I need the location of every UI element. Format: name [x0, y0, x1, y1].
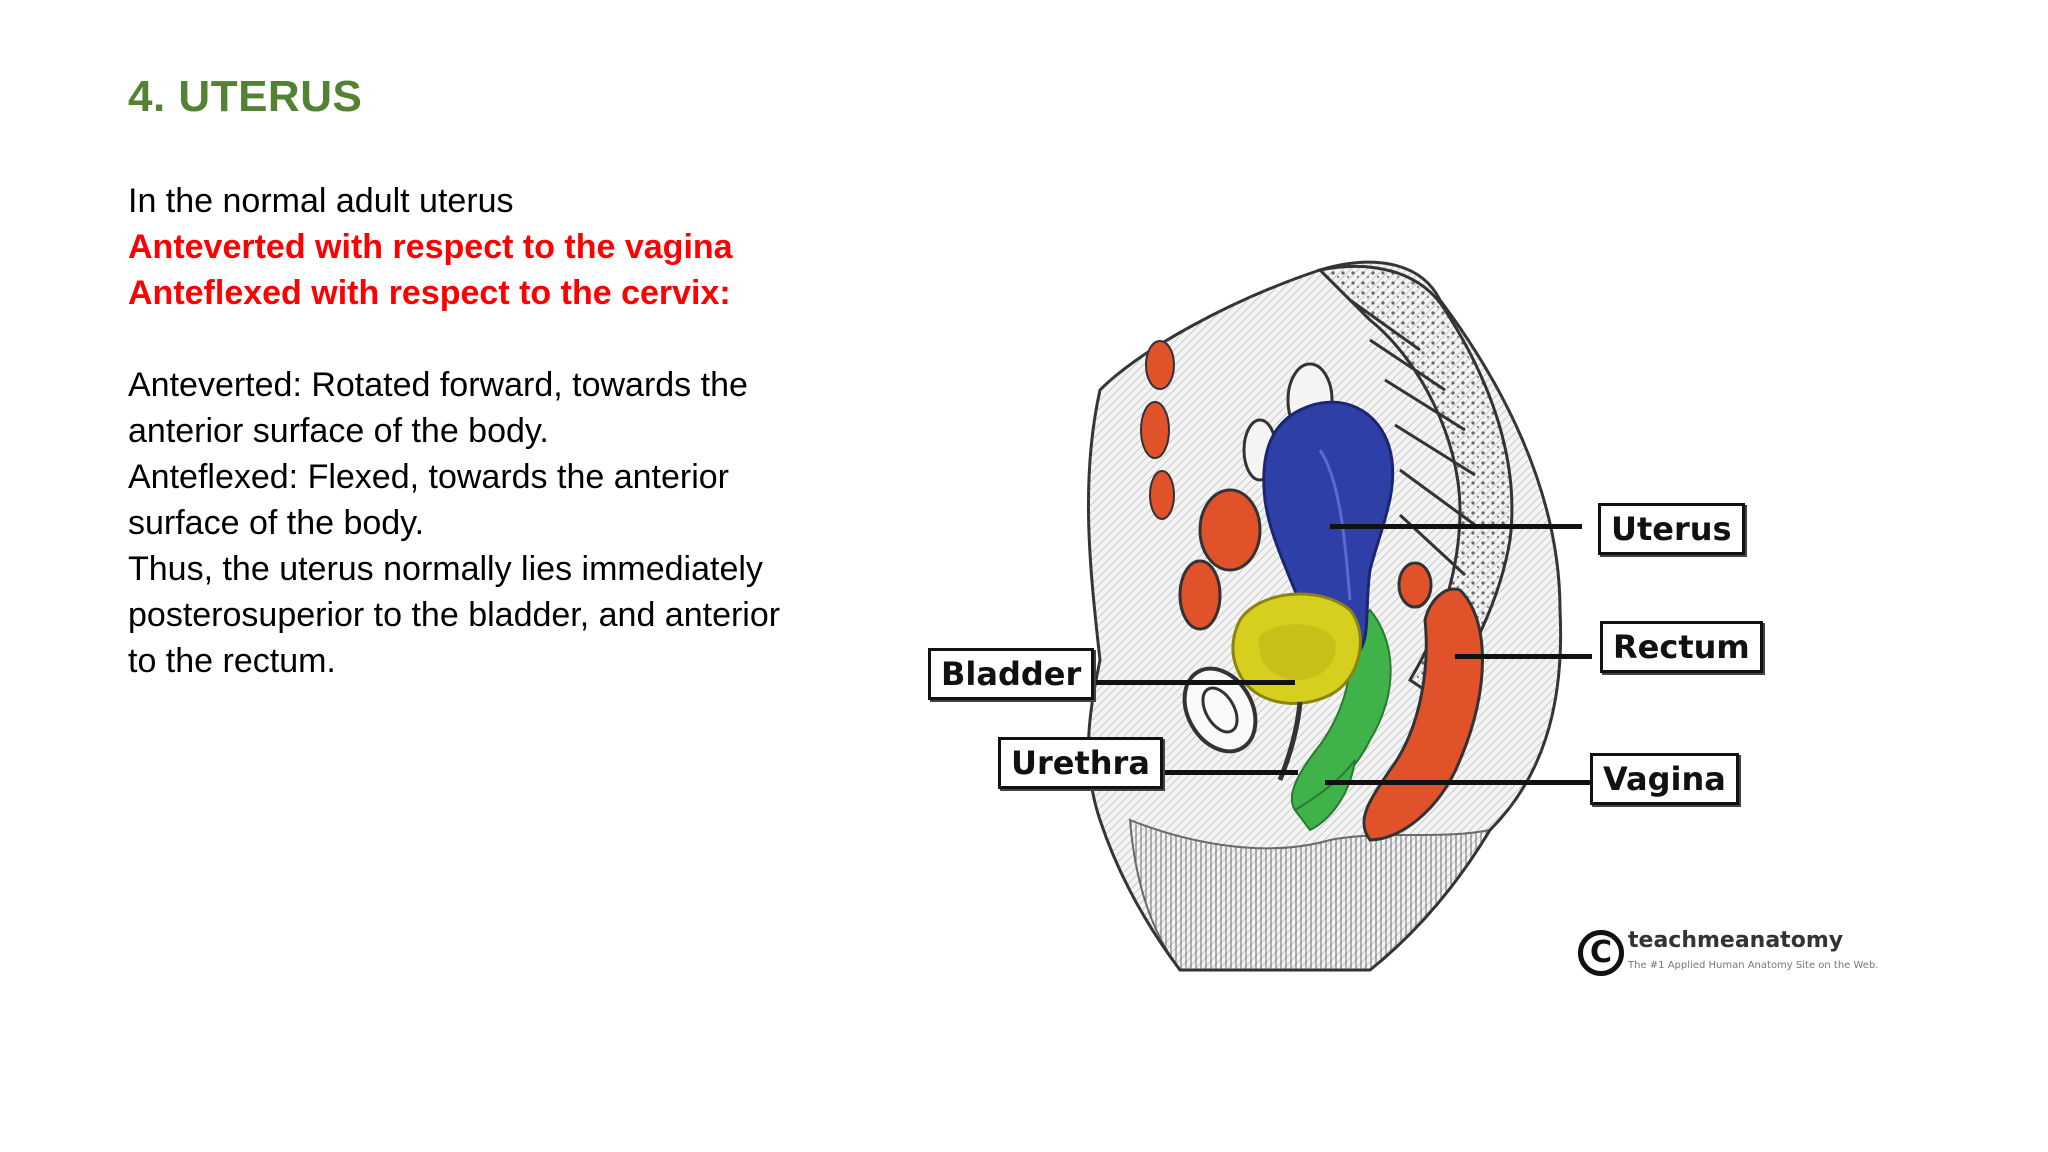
definition-line: Anteverted: Rotated forward, towards the — [128, 366, 748, 404]
label-urethra: Urethra — [998, 737, 1163, 789]
fat-pad — [1149, 470, 1175, 520]
credit-tagline: The #1 Applied Human Anatomy Site on the… — [1628, 960, 1879, 971]
copyright-icon: C — [1578, 930, 1624, 976]
pubic-bone — [1182, 666, 1258, 754]
pelvis-illustration — [1086, 260, 1563, 972]
paragraph-gap — [128, 316, 848, 362]
fat-pad — [1140, 401, 1170, 459]
vagina-lower — [1293, 759, 1356, 832]
label-vagina: Vagina — [1590, 753, 1739, 805]
vertebra-lines — [1349, 298, 1476, 577]
urethra-leader-line — [1138, 770, 1298, 775]
highlight-anteflexed: Anteflexed with respect to the cervix: — [128, 274, 731, 312]
perineum — [1128, 818, 1493, 971]
intro-line: In the normal adult uterus — [128, 182, 514, 220]
body-text: In the normal adult uterus Anteverted wi… — [128, 178, 848, 684]
definition-line: anterior surface of the body. — [128, 412, 549, 450]
rectum-upper — [1397, 561, 1433, 609]
rectum — [1362, 587, 1484, 842]
definition-line: surface of the body. — [128, 504, 425, 542]
bladder-leader-line — [1080, 680, 1295, 685]
vagina-leader-line — [1325, 780, 1593, 785]
fat-pad — [1145, 340, 1175, 390]
label-bladder: Bladder — [928, 648, 1095, 700]
intestine-loop — [1178, 559, 1222, 631]
bladder-inner — [1259, 624, 1336, 680]
label-rectum: Rectum — [1600, 621, 1763, 673]
pubic-bone-inner — [1201, 686, 1239, 734]
intestine-loop — [1198, 488, 1262, 572]
definition-line: to the rectum. — [128, 642, 336, 680]
definition-line: Anteflexed: Flexed, towards the anterior — [128, 458, 729, 496]
pelvis-sagittal-figure: Uterus Rectum Bladder Urethra Vagina — [900, 240, 1900, 1000]
definition-line: posterosuperior to the bladder, and ante… — [128, 596, 781, 634]
definition-line: Thus, the uterus normally lies immediate… — [128, 550, 763, 588]
slide-title: 4. UTERUS — [128, 72, 363, 121]
highlight-anteverted: Anteverted with respect to the vagina — [128, 228, 733, 266]
uterine-cavity — [1318, 449, 1352, 601]
uterus-leader-line — [1330, 524, 1582, 529]
credit-brand: teachmeanatomy — [1628, 928, 1844, 953]
rectum-leader-line — [1455, 654, 1592, 659]
label-uterus: Uterus — [1598, 503, 1745, 555]
